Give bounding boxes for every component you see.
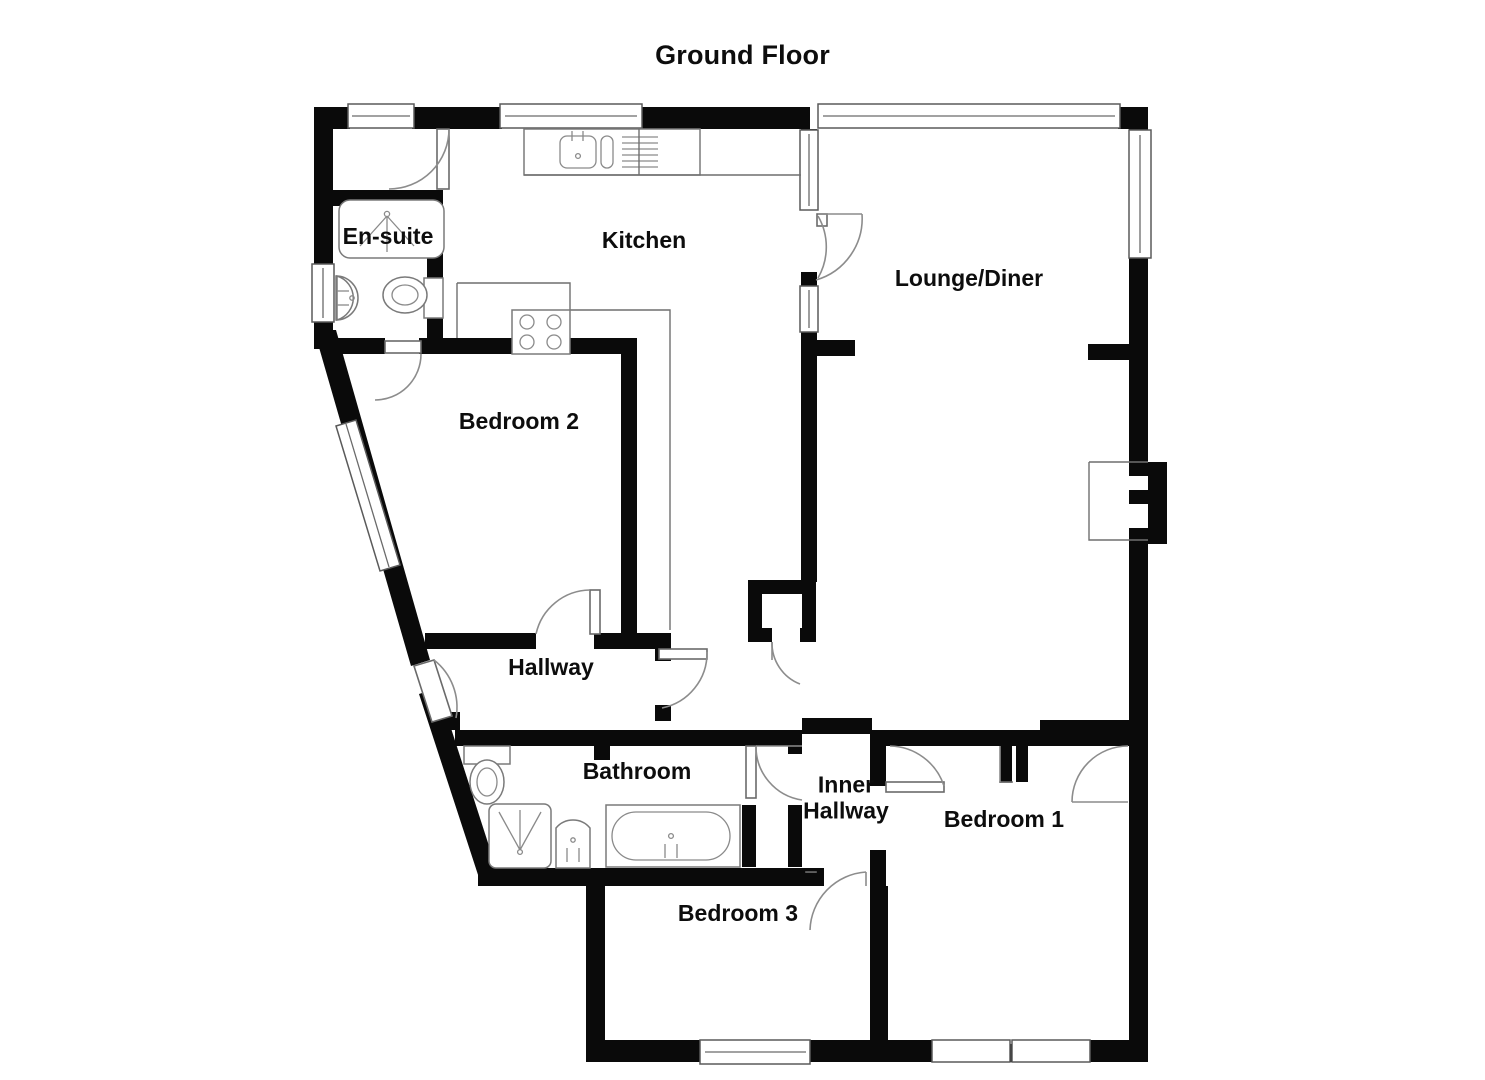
ensuite-wc-icon	[382, 276, 444, 319]
window-lounge-east	[1128, 129, 1152, 259]
doors-layer	[374, 128, 1129, 931]
wall-west-upper	[314, 107, 333, 265]
door-ensuite[interactable]	[374, 340, 422, 401]
wall-kitchen-lounge-lower	[801, 330, 817, 582]
wall-east-b	[1129, 536, 1148, 1046]
wall-bedroom1-wardrobe-b	[1016, 746, 1028, 782]
room-label-en-suite: En-suite	[342, 222, 434, 249]
wall-innerhall-bed1-a	[870, 730, 890, 746]
wall-north-seg-a	[412, 107, 502, 129]
window-bedroom1-south	[931, 1039, 1091, 1063]
wall-angled-lower	[419, 688, 500, 884]
wall-bedroom2-south-b	[594, 633, 655, 649]
room-label-inner-hallway-line2: Hallway	[803, 797, 889, 823]
wall-cupboard-foot-b	[800, 628, 816, 642]
wall-bathroom-north-a	[455, 730, 601, 746]
lounge-recess-outline	[1088, 461, 1148, 541]
wall-lounge-west-lower	[801, 564, 817, 582]
window-ensuite-west	[311, 263, 335, 323]
door-bedroom1-wardrobe-right[interactable]	[1071, 745, 1129, 803]
wall-south-corner-left	[586, 1040, 606, 1062]
door-bedroom1[interactable]	[885, 745, 945, 793]
wall-cupboard-west	[748, 580, 762, 642]
window-bedroom3-south	[699, 1039, 811, 1065]
wall-innerhall-east-bottom	[870, 850, 886, 886]
wall-east-a	[1129, 257, 1148, 469]
wall-ensuite-south-a	[333, 338, 385, 354]
fixtures-layer	[335, 128, 1148, 869]
ensuite-shower-icon	[338, 199, 445, 259]
wall-cupboard-north	[748, 580, 816, 594]
window-kitchen-lounge-panel-upper	[799, 129, 819, 211]
window-ensuite-hall-top	[347, 103, 415, 129]
windows-layer	[311, 103, 1152, 1065]
kitchen-sink-drainer-icon	[523, 128, 701, 176]
door-entrance-front[interactable]	[412, 659, 458, 723]
bathroom-basin-icon	[555, 819, 591, 869]
wall-bathroom-south	[478, 868, 806, 886]
door-bedroom2[interactable]	[535, 589, 601, 635]
wall-lounge-west-stub	[817, 340, 855, 356]
wall-north-seg-b	[640, 107, 810, 129]
room-label-bedroom-3: Bedroom 3	[677, 899, 799, 926]
window-kitchen-lounge-panel-lower	[799, 285, 819, 333]
door-kitchen-upper[interactable]	[388, 128, 450, 190]
kitchen-hob-icon	[511, 309, 571, 355]
wall-bathroom-partition-stub	[594, 742, 610, 760]
room-label-inner-hallway-line1: Inner	[817, 771, 875, 798]
wall-bathroom-north-b	[601, 730, 802, 746]
ensuite-basin-icon	[335, 274, 359, 322]
wall-bathroom-east	[742, 805, 756, 867]
room-label-hallway: Hallway	[508, 653, 594, 680]
wall-east-recess-step-a	[1129, 490, 1151, 504]
bathroom-wc-icon	[463, 745, 511, 805]
page-title: Ground Floor	[655, 40, 830, 70]
door-bedroom3[interactable]	[805, 871, 867, 931]
wall-lounge-south-right	[1040, 720, 1140, 736]
wall-bedroom1-wardrobe-a	[1000, 746, 1012, 782]
wall-cupboard-east	[802, 580, 816, 642]
door-hallway-inner[interactable]	[658, 648, 708, 709]
wall-bedroom3-west	[586, 874, 605, 1062]
door-bedroom1-wardrobe-left[interactable]	[999, 746, 1013, 783]
window-kitchen-north	[499, 103, 643, 129]
room-label-kitchen: Kitchen	[601, 226, 687, 253]
wall-hallway-door-jamb-lower	[655, 705, 671, 721]
room-label-bathroom: Bathroom	[582, 757, 692, 784]
wall-bedroom2-east	[621, 338, 637, 640]
door-kitchen-lounge[interactable]	[815, 213, 863, 281]
room-label-bedroom-1: Bedroom 1	[943, 805, 1065, 832]
room-label-inner-hallway: Inner Hallway	[803, 771, 889, 824]
window-bedroom2-angled	[335, 419, 401, 572]
wall-bathroom-east-top	[788, 730, 802, 754]
room-label-bedroom-2: Bedroom 2	[458, 407, 580, 434]
door-cupboard[interactable]	[771, 641, 801, 685]
room-label-lounge-diner: Lounge/Diner	[894, 264, 1044, 291]
wall-east-recess-mid	[1148, 492, 1167, 536]
wall-lounge-south-left	[802, 718, 872, 734]
wall-bedroom2-south-a	[425, 633, 536, 649]
wall-bedroom3-ne-corner	[806, 868, 824, 886]
wall-east-recess-step-c	[1129, 462, 1153, 476]
bathroom-bath-icon	[605, 804, 741, 868]
window-lounge-north	[817, 103, 1121, 129]
wall-cupboard-foot-a	[748, 628, 772, 642]
wall-innerhall-east-top	[870, 746, 886, 786]
bathroom-shower-icon	[488, 803, 552, 869]
wall-bedroom3-bedroom1-divider	[870, 886, 888, 1046]
door-bathroom[interactable]	[745, 745, 803, 801]
wall-lounge-east-stub	[1088, 344, 1133, 360]
wall-innerhall-west	[788, 805, 802, 867]
